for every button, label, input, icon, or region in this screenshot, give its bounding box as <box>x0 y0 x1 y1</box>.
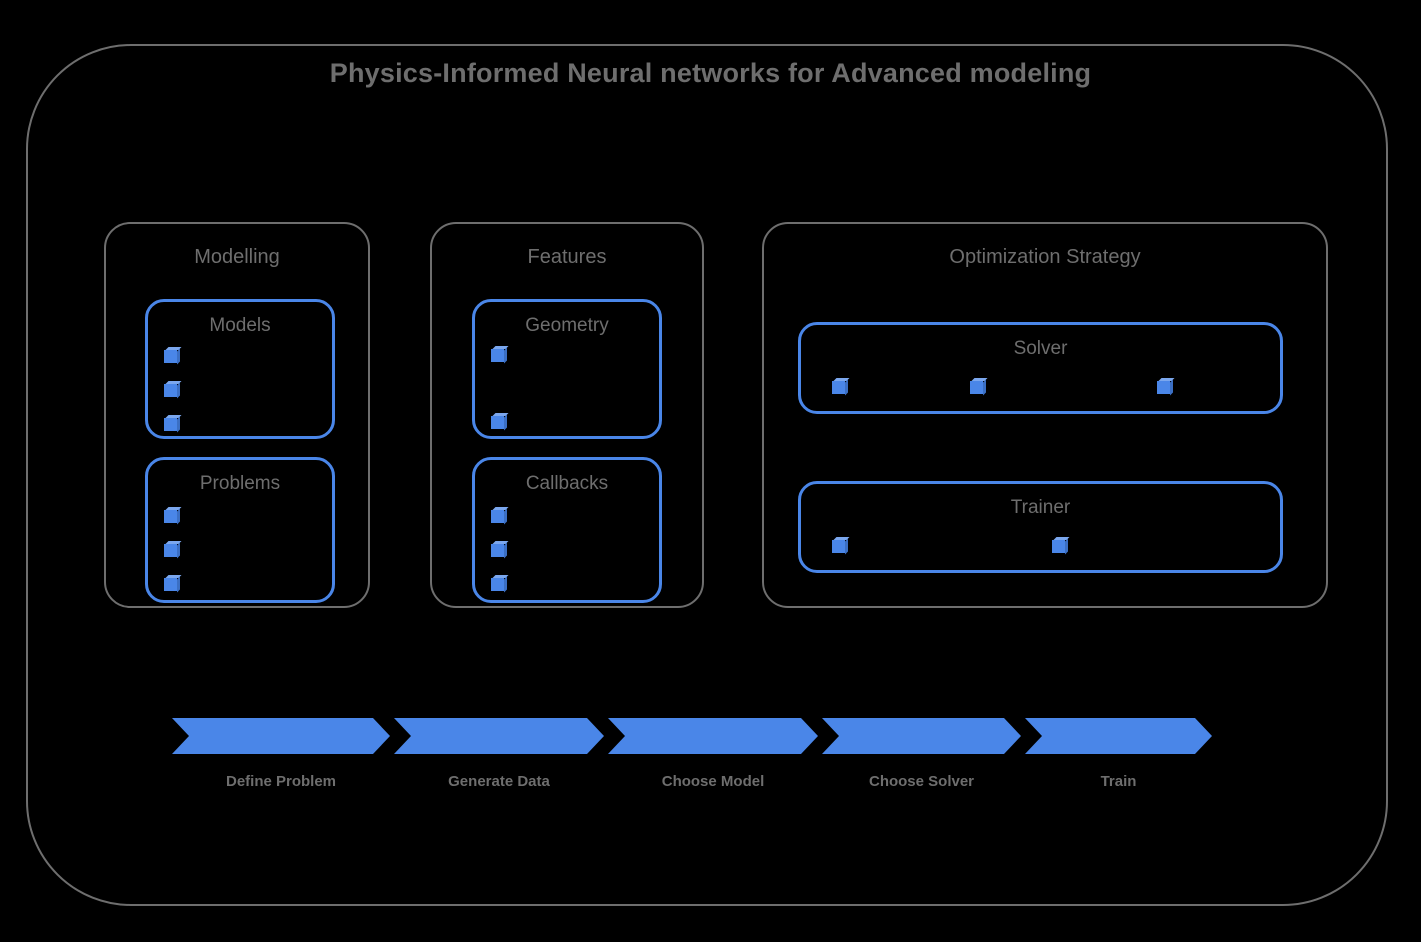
group-modelling: Modelling <box>104 222 370 608</box>
page-title: Physics-Informed Neural networks for Adv… <box>329 58 1092 88</box>
pipeline-step-choose-solver[interactable] <box>822 718 1021 754</box>
panel-geometry[interactable]: Geometry <box>472 299 662 439</box>
cube-bullet-icon <box>491 416 504 429</box>
pipeline-step-choose-model[interactable] <box>608 718 818 754</box>
workflow-pipeline: Define Problem Generate Data Choose Mode… <box>172 718 1212 790</box>
group-features-title: Features <box>527 246 607 268</box>
panel-geometry-title: Geometry <box>525 315 609 336</box>
cube-bullet-icon <box>491 544 504 557</box>
cube-bullet-icon <box>164 384 177 397</box>
pipeline-label-choose-model: Choose Model <box>661 773 765 790</box>
pipeline-label-choose-solver: Choose Solver <box>868 773 975 790</box>
cube-bullet-icon <box>164 418 177 431</box>
cube-bullet-icon <box>970 381 983 394</box>
panel-problems[interactable]: Problems <box>145 457 335 603</box>
panel-problems-title: Problems <box>199 473 281 494</box>
panel-trainer[interactable]: Trainer <box>798 481 1283 573</box>
pipeline-label-generate-data: Generate Data <box>448 773 550 790</box>
panel-callbacks-title: Callbacks <box>525 473 609 494</box>
panel-models[interactable]: Models <box>145 299 335 439</box>
pipeline-label-define-problem: Define Problem <box>225 773 337 790</box>
pipeline-label-train: Train <box>1100 773 1137 790</box>
cube-bullet-icon <box>832 540 845 553</box>
group-optimization-strategy-title: Optimization Strategy <box>949 246 1141 268</box>
pipeline-step-generate-data[interactable] <box>394 718 604 754</box>
cube-bullet-icon <box>832 381 845 394</box>
cube-bullet-icon <box>1157 381 1170 394</box>
group-features: Features <box>430 222 704 608</box>
cube-bullet-icon <box>491 349 504 362</box>
cube-bullet-icon <box>164 350 177 363</box>
group-optimization-strategy: Optimization Strategy <box>762 222 1328 608</box>
cube-bullet-icon <box>164 544 177 557</box>
panel-callbacks[interactable]: Callbacks <box>472 457 662 603</box>
panel-solver[interactable]: Solver <box>798 322 1283 414</box>
group-modelling-title: Modelling <box>194 246 280 268</box>
cube-bullet-icon <box>164 510 177 523</box>
panel-solver-title: Solver <box>1013 338 1068 359</box>
panel-trainer-title: Trainer <box>1010 497 1071 518</box>
pipeline-step-train[interactable] <box>1025 718 1212 754</box>
cube-bullet-icon <box>1052 540 1065 553</box>
cube-bullet-icon <box>164 578 177 591</box>
cube-bullet-icon <box>491 510 504 523</box>
cube-bullet-icon <box>491 578 504 591</box>
pipeline-step-define-problem[interactable] <box>172 718 390 754</box>
panel-models-title: Models <box>209 315 271 336</box>
diagram-outer-frame <box>26 44 1388 906</box>
